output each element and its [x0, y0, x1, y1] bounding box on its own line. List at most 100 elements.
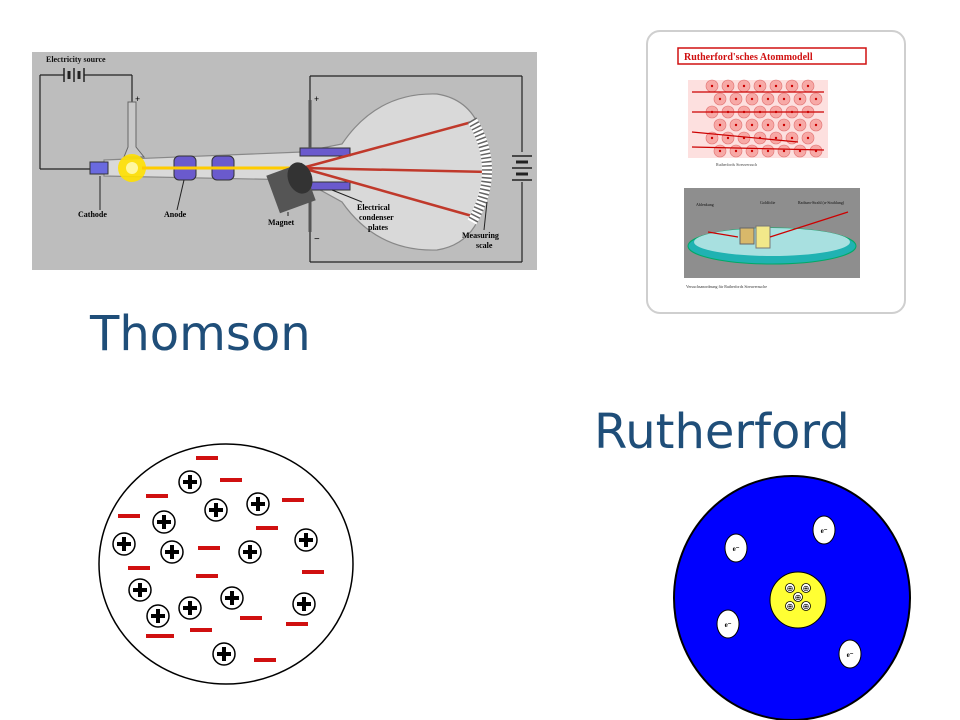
caption-bottom: Versuchsanordnung für Rutherfords Streuv…: [686, 284, 767, 289]
proton: ⊕: [801, 583, 811, 593]
foil-nucleus: [790, 136, 794, 140]
negative-charge: [128, 566, 150, 570]
label-plus-anode: +: [135, 94, 140, 104]
right-battery-icon: [512, 155, 532, 181]
negative-charge: [302, 570, 324, 574]
positive-charge: [220, 586, 244, 610]
positive-charge: [292, 592, 316, 616]
foil-nucleus: [750, 123, 754, 127]
cathode-electrode: [89, 161, 109, 175]
negative-charge: [190, 628, 212, 632]
foil-nucleus: [766, 97, 770, 101]
positive-charge: [212, 642, 236, 666]
label-cathode: Cathode: [78, 210, 107, 219]
electron: e⁻: [812, 515, 836, 545]
gold-foil: [755, 225, 771, 249]
proton-symbol: ⊕: [795, 593, 802, 602]
foil-nucleus: [814, 97, 818, 101]
label-c: Radium-Strahl (α-Strahlung): [798, 200, 845, 205]
proton: ⊕: [793, 592, 803, 602]
foil-nucleus: [790, 84, 794, 88]
foil-nucleus: [710, 84, 714, 88]
foil-nucleus: [710, 136, 714, 140]
negative-charge: [256, 526, 278, 530]
proton: ⊕: [801, 601, 811, 611]
proton-symbol: ⊕: [787, 584, 794, 593]
foil-nucleus: [742, 84, 746, 88]
label-magnet: Magnet: [268, 218, 295, 227]
ray-up: [301, 120, 473, 170]
negative-charge: [198, 546, 220, 550]
negative-charge: [196, 574, 218, 578]
positive-charge: [146, 604, 170, 628]
negative-charge: [146, 494, 168, 498]
negative-charge: [220, 478, 242, 482]
label-a: Ablenkung: [696, 202, 714, 207]
foil-nucleus: [798, 149, 802, 153]
ray-straight: [301, 166, 491, 174]
electron-label: e⁻: [821, 527, 828, 535]
foil-nucleus: [734, 123, 738, 127]
negative-charge: [118, 514, 140, 518]
rutherford-atom-model: e⁻e⁻e⁻e⁻⊕⊕⊕⊕⊕: [673, 475, 911, 720]
magnet-icon: [266, 162, 316, 214]
foil-nucleus: [774, 84, 778, 88]
proton-symbol: ⊕: [803, 602, 810, 611]
foil-nucleus: [782, 97, 786, 101]
foil-nucleus: [750, 149, 754, 153]
positive-charge: [238, 540, 262, 564]
condenser-plate-top: [299, 147, 351, 157]
label-scale-2: scale: [476, 241, 493, 250]
negative-charge: [282, 498, 304, 502]
cathode-ray-tube-diagram: Electricity source + + − Cathode: [32, 52, 537, 270]
foil-nucleus: [806, 136, 810, 140]
electron-label: e⁻: [733, 545, 740, 553]
positive-charge: [204, 498, 228, 522]
positive-charge: [160, 540, 184, 564]
label-plates-3: plates: [368, 223, 388, 232]
foil-nucleus: [766, 149, 770, 153]
positive-charge: [112, 532, 136, 556]
proton-symbol: ⊕: [803, 584, 810, 593]
foil-nucleus: [718, 149, 722, 153]
label-anode: Anode: [164, 210, 187, 219]
positive-charge: [178, 470, 202, 494]
rutherford-experiment-figure: Rutherford'sches Atommodell Rutherfords …: [677, 47, 867, 289]
foil-nucleus: [758, 84, 762, 88]
foil-nucleus: [718, 123, 722, 127]
gold-foil-atoms: [688, 79, 828, 158]
rutherford-experiment-card: Rutherford'sches Atommodell Rutherfords …: [646, 30, 906, 314]
electron: e⁻: [724, 533, 748, 563]
ray-down: [301, 166, 473, 218]
foil-nucleus: [750, 97, 754, 101]
electron-label: e⁻: [847, 651, 854, 659]
card-heading: Rutherford'sches Atommodell: [684, 52, 813, 63]
foil-nucleus: [814, 123, 818, 127]
negative-charge: [240, 616, 262, 620]
thomson-title: Thomson: [90, 306, 311, 362]
label-scale-1: Measuring: [462, 231, 499, 240]
positive-charge: [178, 596, 202, 620]
foil-nucleus: [782, 123, 786, 127]
label-plus-top: +: [314, 94, 319, 104]
foil-nucleus: [766, 123, 770, 127]
foil-nucleus: [734, 97, 738, 101]
foil-nucleus: [798, 123, 802, 127]
negative-charge: [254, 658, 276, 662]
positive-charge: [152, 510, 176, 534]
positive-charge: [128, 578, 152, 602]
positive-charge: [294, 528, 318, 552]
card-heading-box: [677, 47, 867, 65]
positive-charge: [246, 492, 270, 516]
proton: ⊕: [785, 583, 795, 593]
foil-nucleus: [718, 97, 722, 101]
label-b: Goldfolie: [760, 200, 776, 205]
proton: ⊕: [785, 601, 795, 611]
rutherford-title: Rutherford: [594, 404, 850, 460]
foil-nucleus: [734, 149, 738, 153]
caption-top: Rutherfords Streuversuch: [716, 162, 757, 167]
foil-nucleus: [806, 84, 810, 88]
negative-charge: [146, 634, 168, 638]
negative-charge: [286, 622, 308, 626]
negative-charge: [196, 456, 218, 460]
